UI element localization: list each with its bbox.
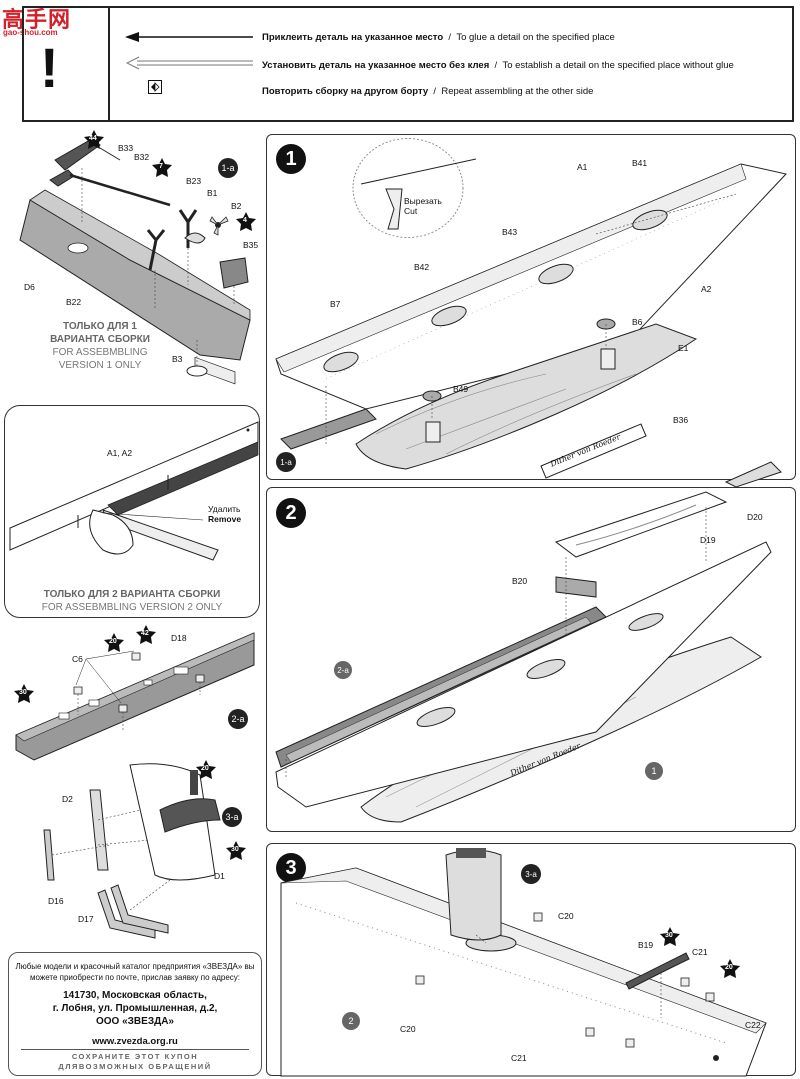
paint-30b-label: 30 [231, 846, 239, 853]
paint-20b-label: 20 [201, 765, 209, 772]
part-d16: D16 [48, 896, 64, 906]
part-d18: D18 [171, 633, 187, 643]
paint-4-icon [236, 212, 256, 231]
cut-label-ru: Вырезать [404, 196, 442, 206]
step3-hull-drawing [280, 848, 767, 1077]
part-b35: B35 [243, 240, 259, 250]
step2-ref-badge: 1 [645, 762, 663, 780]
paint-20-label: 20 [109, 638, 117, 645]
watermark-logo: 高手网 [2, 7, 72, 32]
paint-7-label: 7 [159, 163, 163, 170]
step1a-deck-drawing [19, 139, 251, 385]
step1a-badge: 1-a [218, 158, 238, 178]
coupon-keep-2: ДЛЯВОЗМОЖНЫХ ОБРАЩЕНИЙ [58, 1062, 212, 1071]
version1-note: ТОЛЬКО ДЛЯ 1 ВАРИАНТА СБОРКИ FOR ASSEBMB… [50, 321, 150, 371]
paint-44-label: 44 [89, 135, 97, 142]
legend-glue: Приклеить деталь на указанное место / To… [262, 32, 615, 43]
step3-sub-badge: 3-a [521, 864, 541, 884]
part-c21: C21 [692, 947, 708, 957]
part-b42: B42 [414, 262, 430, 272]
part-b22: B22 [66, 297, 82, 307]
part-a1-a2: A1, A2 [107, 448, 133, 458]
legend-repeat: Повторить сборку на другом борту / Repea… [262, 86, 594, 97]
part-c22: C22 [745, 1020, 761, 1030]
paint-20c-label: 20 [725, 964, 733, 971]
part-a1: A1 [577, 162, 588, 172]
part-b2: B2 [231, 201, 242, 211]
watermark-url: gao-shou.com [3, 28, 58, 37]
part-c20: C20 [558, 911, 574, 921]
part-c21-b: C21 [511, 1053, 527, 1063]
part-b20: B20 [512, 576, 528, 586]
part-b41: B41 [632, 158, 648, 168]
paint-4-label: 4 [243, 217, 247, 224]
step1-number: 1 [276, 144, 306, 174]
step1-sub-badge: 1-a [276, 452, 296, 472]
repeat-other-side-icon [148, 80, 162, 94]
legend-no-glue: Установить деталь на указанное место без… [262, 60, 734, 71]
paint-20b-icon [196, 760, 216, 779]
paint-30-label: 30 [19, 689, 27, 696]
step2a-badge: 2-a [228, 709, 248, 729]
paint-30-icon [14, 684, 34, 703]
legend-box [22, 6, 794, 122]
step3-ref-badge: 2 [342, 1012, 360, 1030]
remove-label-en: Remove [208, 514, 242, 524]
cut-label-en: Cut [404, 206, 418, 216]
paint-7-icon [152, 158, 172, 177]
order-coupon: Любые модели и красочный каталог предпри… [8, 952, 262, 1076]
part-b3: B3 [172, 354, 183, 364]
paint-42-icon [136, 625, 156, 644]
part-b23: B23 [186, 176, 202, 186]
step1-hull-drawing [275, 138, 787, 479]
coupon-website[interactable]: www.zvezda.org.ru [92, 1036, 178, 1047]
part-e1: E1 [678, 343, 689, 353]
part-d6: D6 [24, 282, 35, 292]
part-d2: D2 [62, 794, 73, 804]
part-d20: D20 [747, 512, 763, 522]
version2-hull-drawing [9, 421, 259, 561]
paint-20-icon [104, 633, 124, 652]
coupon-keep-1: СОХРАНИТЕ ЭТОТ КУПОН [71, 1052, 199, 1061]
warning-exclamation: ! [40, 36, 59, 99]
step3a-funnel-drawing [43, 763, 221, 939]
part-b19: B19 [638, 940, 654, 950]
step2a-deck-drawing [15, 632, 255, 761]
part-b6: B6 [632, 317, 643, 327]
paint-30c-label: 30 [665, 932, 673, 939]
step3a-badge: 3-a [222, 807, 242, 827]
coupon-intro: Любые модели и красочный каталог предпри… [15, 962, 255, 982]
step2-number: 2 [276, 498, 306, 528]
part-d19: D19 [700, 535, 716, 545]
paint-44-icon [84, 130, 104, 149]
paint-42-label: 42 [141, 630, 149, 637]
step3-number: 3 [276, 853, 306, 883]
part-c20-b: C20 [400, 1024, 416, 1034]
part-b1: B1 [207, 188, 218, 198]
part-d1: D1 [214, 871, 225, 881]
coupon-address: 141730, Московская область, г. Лобня, ул… [52, 990, 218, 1027]
part-d17: D17 [78, 914, 94, 924]
legend-divider [108, 8, 110, 120]
part-b33: B33 [118, 143, 134, 153]
paint-30b-icon [226, 841, 246, 860]
part-b49: B49 [453, 384, 469, 394]
part-c6: C6 [72, 654, 83, 664]
paint-30c-icon [660, 927, 680, 946]
remove-label-ru: Удалить [208, 504, 241, 514]
part-b32: B32 [134, 152, 150, 162]
noglue-arrow-icon [125, 56, 253, 70]
step2-hull-drawing [275, 461, 782, 823]
part-b7: B7 [330, 299, 341, 309]
step2-sub-badge: 2-a [334, 661, 352, 679]
part-b43: B43 [502, 227, 518, 237]
version2-note: ТОЛЬКО ДЛЯ 2 ВАРИАНТА СБОРКИ FOR ASSEBMB… [41, 589, 223, 613]
glue-arrow-icon [125, 32, 253, 42]
part-a2: A2 [701, 284, 712, 294]
part-b36: B36 [673, 415, 689, 425]
paint-20c-icon [720, 959, 740, 978]
